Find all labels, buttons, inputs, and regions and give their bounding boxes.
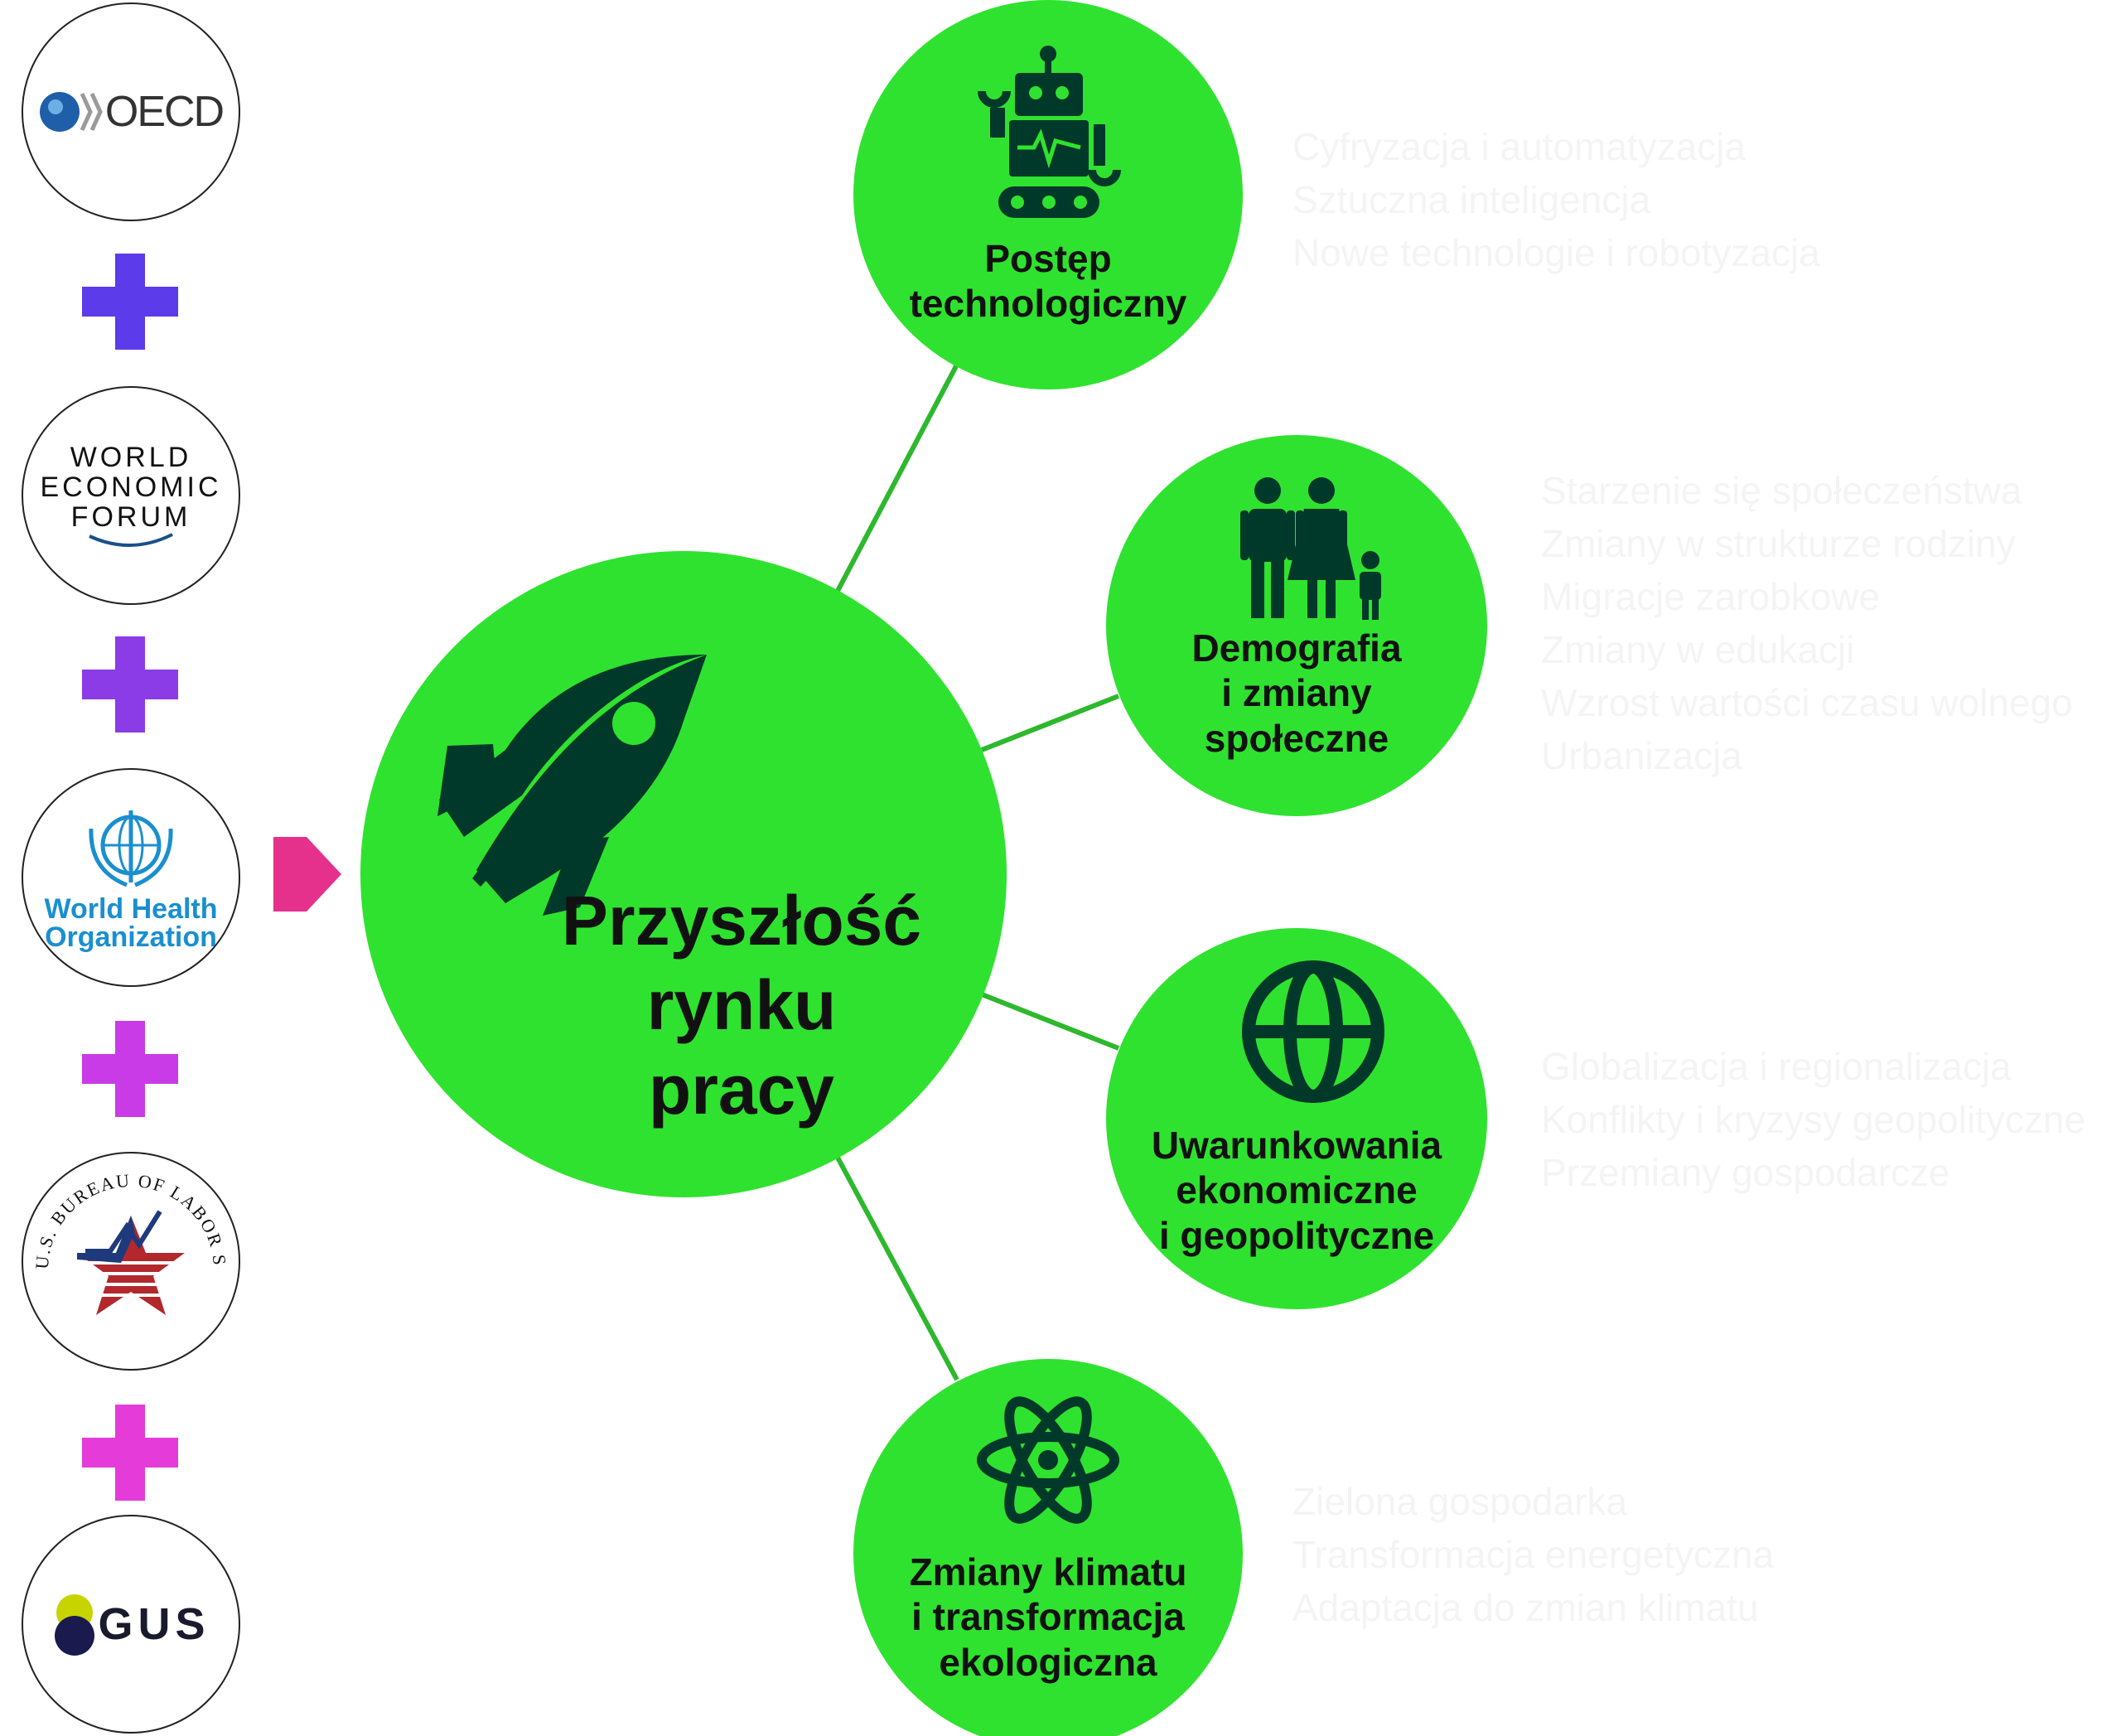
node-title-line: Zmiany klimatu <box>909 1550 1187 1593</box>
node-title-line: Uwarunkowania <box>1151 1124 1442 1167</box>
node-title-line: ekologiczna <box>939 1640 1157 1684</box>
bullets-climate: Zielona gospodarka Transformacja energet… <box>1292 1475 1774 1634</box>
connector-econ <box>980 992 1120 1051</box>
bullet-item: Migracje zarobkowe <box>1541 575 1881 618</box>
plus-icon <box>82 254 178 350</box>
center-title-line: rynku pracy <box>646 966 837 1129</box>
wef-logo-line: ECONOMIC <box>40 471 222 503</box>
bullet-item: Urbanizacja <box>1541 734 1742 777</box>
bls-logo: U.S. BUREAU OF LABOR STATISTICS <box>22 1152 240 1371</box>
family-icon <box>1240 477 1381 620</box>
bullet-item: Zmiany w edukacji <box>1541 628 1855 671</box>
who-logo-line: World Health <box>44 893 218 925</box>
node-title-tech: Postęp technologiczny <box>891 236 1205 326</box>
node-title-line: społeczne <box>1204 716 1389 760</box>
bullet-item: Nowe technologie i robotyzacja <box>1292 231 1820 274</box>
bullets-econ: Globalizacja i regionalizacja Konflikty … <box>1541 1040 2085 1199</box>
who-logo: World Health Organization <box>22 768 240 987</box>
gus-emblem-icon <box>55 1594 95 1656</box>
node-title-demo: Demografia i zmiany społeczne <box>1139 626 1454 761</box>
node-title-line: i geopolityczne <box>1158 1213 1435 1257</box>
node-title-line: technologiczny <box>909 282 1187 326</box>
plus-icon <box>82 636 178 733</box>
bullet-item: Przemiany gospodarcze <box>1541 1151 1950 1194</box>
connector-climate <box>834 1154 959 1381</box>
oecd-logo: OECD <box>22 2 240 221</box>
rocket-icon <box>437 655 707 916</box>
oecd-logo-text: OECD <box>104 88 225 136</box>
node-circle-demo <box>1106 435 1487 816</box>
bullet-item: Sztuczna inteligencja <box>1292 178 1651 221</box>
robot-icon <box>978 46 1121 218</box>
bullet-item: Konflikty i kryzysy geopolityczne <box>1541 1098 2086 1141</box>
bullet-item: Adaptacja do zmian klimatu <box>1292 1586 1759 1629</box>
connector-demo <box>980 694 1120 752</box>
bls-seal-icon: U.S. BUREAU OF LABOR STATISTICS <box>23 1153 229 1315</box>
wef-logo-line: FORUM <box>70 501 191 533</box>
bullet-item: Zmiany w strukturze rodziny <box>1541 522 2016 565</box>
bullet-item: Zielona gospodarka <box>1292 1480 1628 1523</box>
bullets-demo: Starzenie się społeczeństwa Zmiany w str… <box>1541 464 2073 782</box>
node-title-line: Postęp <box>984 237 1112 280</box>
node-title-line: Demografia <box>1191 626 1402 670</box>
bullet-item: Wzrost wartości czasu wolnego <box>1541 681 2073 724</box>
center-title-line: Przyszłość <box>561 882 922 960</box>
connector-tech <box>834 363 959 594</box>
node-title-line: i transformacja <box>911 1595 1185 1639</box>
who-logo-line: Organization <box>45 921 217 953</box>
node-title-econ: Uwarunkowania ekonomiczne i geopolityczn… <box>1139 1123 1454 1258</box>
bullet-item: Globalizacja i regionalizacja <box>1541 1045 2012 1088</box>
node-circle-climate <box>853 1359 1243 1736</box>
plus-icon <box>82 1405 178 1501</box>
arrow-icon <box>273 837 341 912</box>
gus-logo-text: GUS <box>98 1599 210 1649</box>
wef-logo: WORLD ECONOMIC FORUM <box>22 386 240 605</box>
node-title-line: ekonomiczne <box>1176 1168 1418 1212</box>
bullet-item: Transformacja energetyczna <box>1292 1533 1775 1576</box>
bullet-item: Cyfryzacja i automatyzacja <box>1292 125 1747 168</box>
node-title-climate: Zmiany klimatu i transformacja ekologicz… <box>891 1550 1205 1685</box>
wef-swoosh-icon <box>89 533 173 547</box>
plus-icon <box>82 1021 178 1117</box>
node-title-line: i zmiany <box>1221 671 1372 715</box>
wef-logo-line: WORLD <box>70 442 192 473</box>
atom-icon <box>977 1396 1119 1524</box>
center-title: Przyszłość rynku pracy <box>547 878 936 1132</box>
center-circle <box>360 551 1007 1197</box>
who-emblem-icon <box>89 810 173 887</box>
gus-logo: GUS <box>22 1515 240 1734</box>
bullet-item: Starzenie się społeczeństwa <box>1541 469 2022 512</box>
bullets-tech: Cyfryzacja i automatyzacja Sztuczna inte… <box>1292 120 1820 279</box>
node-circle-econ <box>1106 928 1487 1309</box>
oecd-globe-icon <box>39 92 103 132</box>
globe-icon <box>1242 960 1384 1103</box>
